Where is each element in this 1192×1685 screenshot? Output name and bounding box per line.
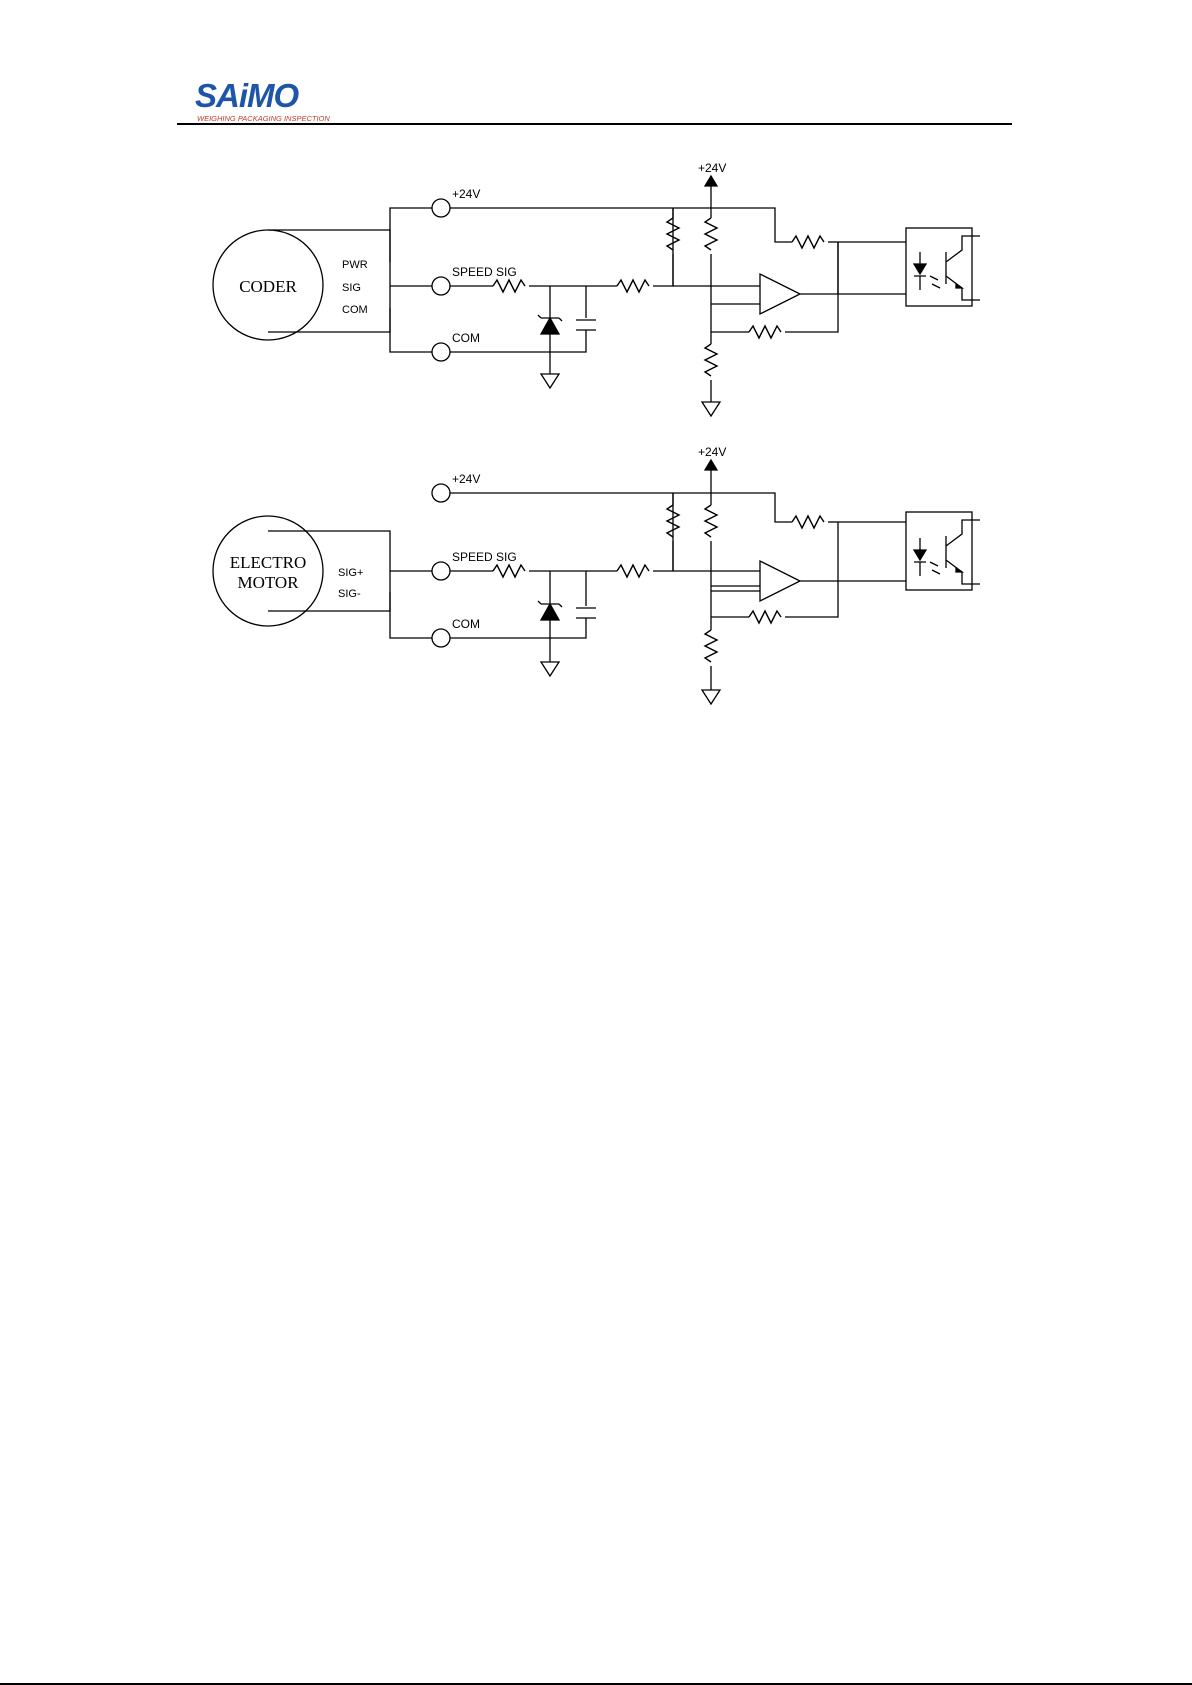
terminal-speed-sig [432, 277, 450, 295]
supply-label-2: +24V [698, 445, 726, 459]
terminal-label-speed-sig-2: SPEED SIG [452, 550, 517, 564]
motor-label-line1: ELECTRO [230, 553, 307, 572]
terminal-24v-2 [432, 484, 450, 502]
terminal-speed-sig-2 [432, 562, 450, 580]
pin-label-sig: SIG [342, 282, 361, 294]
terminal-label-24v: +24V [452, 187, 480, 201]
motor-label-line2: MOTOR [237, 573, 299, 592]
terminal-label-24v-2: +24V [452, 472, 480, 486]
terminal-label-com-2: COM [452, 617, 480, 631]
terminal-com-2 [432, 629, 450, 647]
pin-label-sig-minus: SIG- [338, 588, 361, 600]
terminal-label-com: COM [452, 331, 480, 345]
terminal-com [432, 343, 450, 361]
pin-label-com: COM [342, 304, 368, 316]
pin-label-sig-plus: SIG+ [338, 567, 363, 579]
diagram-electro-motor [213, 460, 980, 704]
coder-label: CODER [239, 277, 297, 296]
terminal-label-speed-sig: SPEED SIG [452, 265, 517, 279]
diagram-coder [213, 176, 980, 416]
terminal-24v [432, 199, 450, 217]
pin-label-pwr: PWR [342, 259, 368, 271]
supply-label: +24V [698, 161, 726, 175]
